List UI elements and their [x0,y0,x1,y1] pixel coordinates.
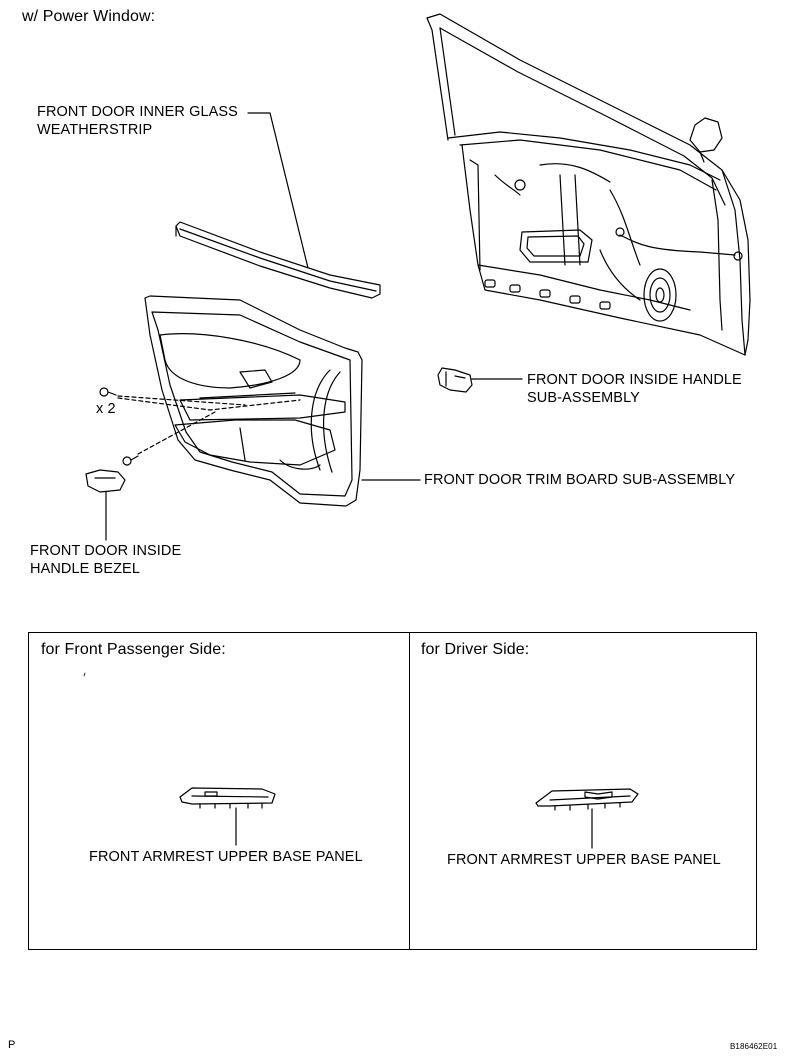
passenger-part-label: FRONT ARMREST UPPER BASE PANEL [89,849,363,865]
screws-drawing [99,387,139,466]
leader-dashed-2 [117,397,301,411]
passenger-armrest-panel-drawing [179,787,276,846]
passenger-panel-title: for Front Passenger Side: [41,641,226,658]
variant-panels-box [28,632,757,950]
driver-panel-title: for Driver Side: [421,641,530,658]
callout-inside-handle-line2: SUB-ASSEMBLY [527,390,640,406]
callout-bezel-line1: FRONT DOOR INSIDE [30,543,182,559]
driver-part-label: FRONT ARMREST UPPER BASE PANEL [447,852,721,868]
trim-board-drawing [144,295,363,507]
handle-bezel-drawing [85,469,126,493]
screw-quantity: x 2 [96,401,116,417]
figure-id: B186462E01 [730,1042,778,1051]
callout-bezel-line2: HANDLE BEZEL [30,561,140,577]
leader-dashed-3 [137,411,216,455]
leader-weatherstrip [247,112,309,269]
callout-trim-board: FRONT DOOR TRIM BOARD SUB-ASSEMBLY [424,472,736,488]
driver-armrest-panel-drawing [535,788,639,849]
leader-dashed-1 [117,395,246,406]
inside-handle-drawing [437,367,473,393]
page-title: w/ Power Window: [22,8,156,25]
callout-weatherstrip-line1: FRONT DOOR INNER GLASS [37,104,238,120]
weatherstrip-drawing [175,221,381,299]
callout-weatherstrip-line2: WEATHERSTRIP [37,122,153,138]
door-body-drawing [426,13,751,356]
footer-left-code: P [8,1039,16,1051]
panel-divider [409,633,411,949]
callout-inside-handle-line1: FRONT DOOR INSIDE HANDLE [527,372,742,388]
